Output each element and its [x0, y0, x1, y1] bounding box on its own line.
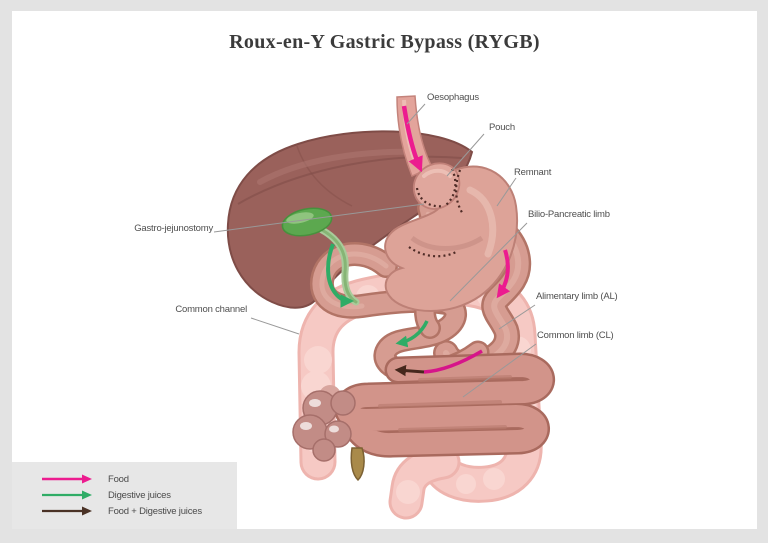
legend-label-digestive-juices: Digestive juices [108, 489, 171, 501]
label-pouch: Pouch [489, 122, 515, 133]
label-gastro-jejunostomy: Gastro-jejunostomy [134, 223, 213, 234]
food-digestive-juices-arrow-icon [42, 506, 92, 516]
label-alimentary-limb: Alimentary limb (AL) [536, 291, 618, 302]
digestive-juices-arrow-icon [42, 490, 92, 500]
legend-item-food: Food [40, 471, 237, 487]
legend-item-digestive-juices: Digestive juices [40, 487, 237, 503]
page-title: Roux-en-Y Gastric Bypass (RYGB) [229, 31, 540, 53]
food-arrow-icon [42, 474, 92, 484]
label-bilio-pancreatic-limb: Bilio-Pancreatic limb [528, 209, 610, 220]
label-remnant: Remnant [514, 167, 552, 178]
legend-label-food-digestive-juices: Food + Digestive juices [108, 505, 202, 517]
label-common-channel: Common channel [175, 304, 247, 315]
label-oesophagus: Oesophagus [427, 92, 479, 103]
legend: Food Digestive juices Food + Digestive j… [12, 462, 237, 529]
illustration-panel [12, 11, 757, 529]
legend-item-food-digestive-juices: Food + Digestive juices [40, 503, 237, 519]
label-common-limb: Common limb (CL) [537, 330, 614, 341]
legend-label-food: Food [108, 473, 129, 485]
